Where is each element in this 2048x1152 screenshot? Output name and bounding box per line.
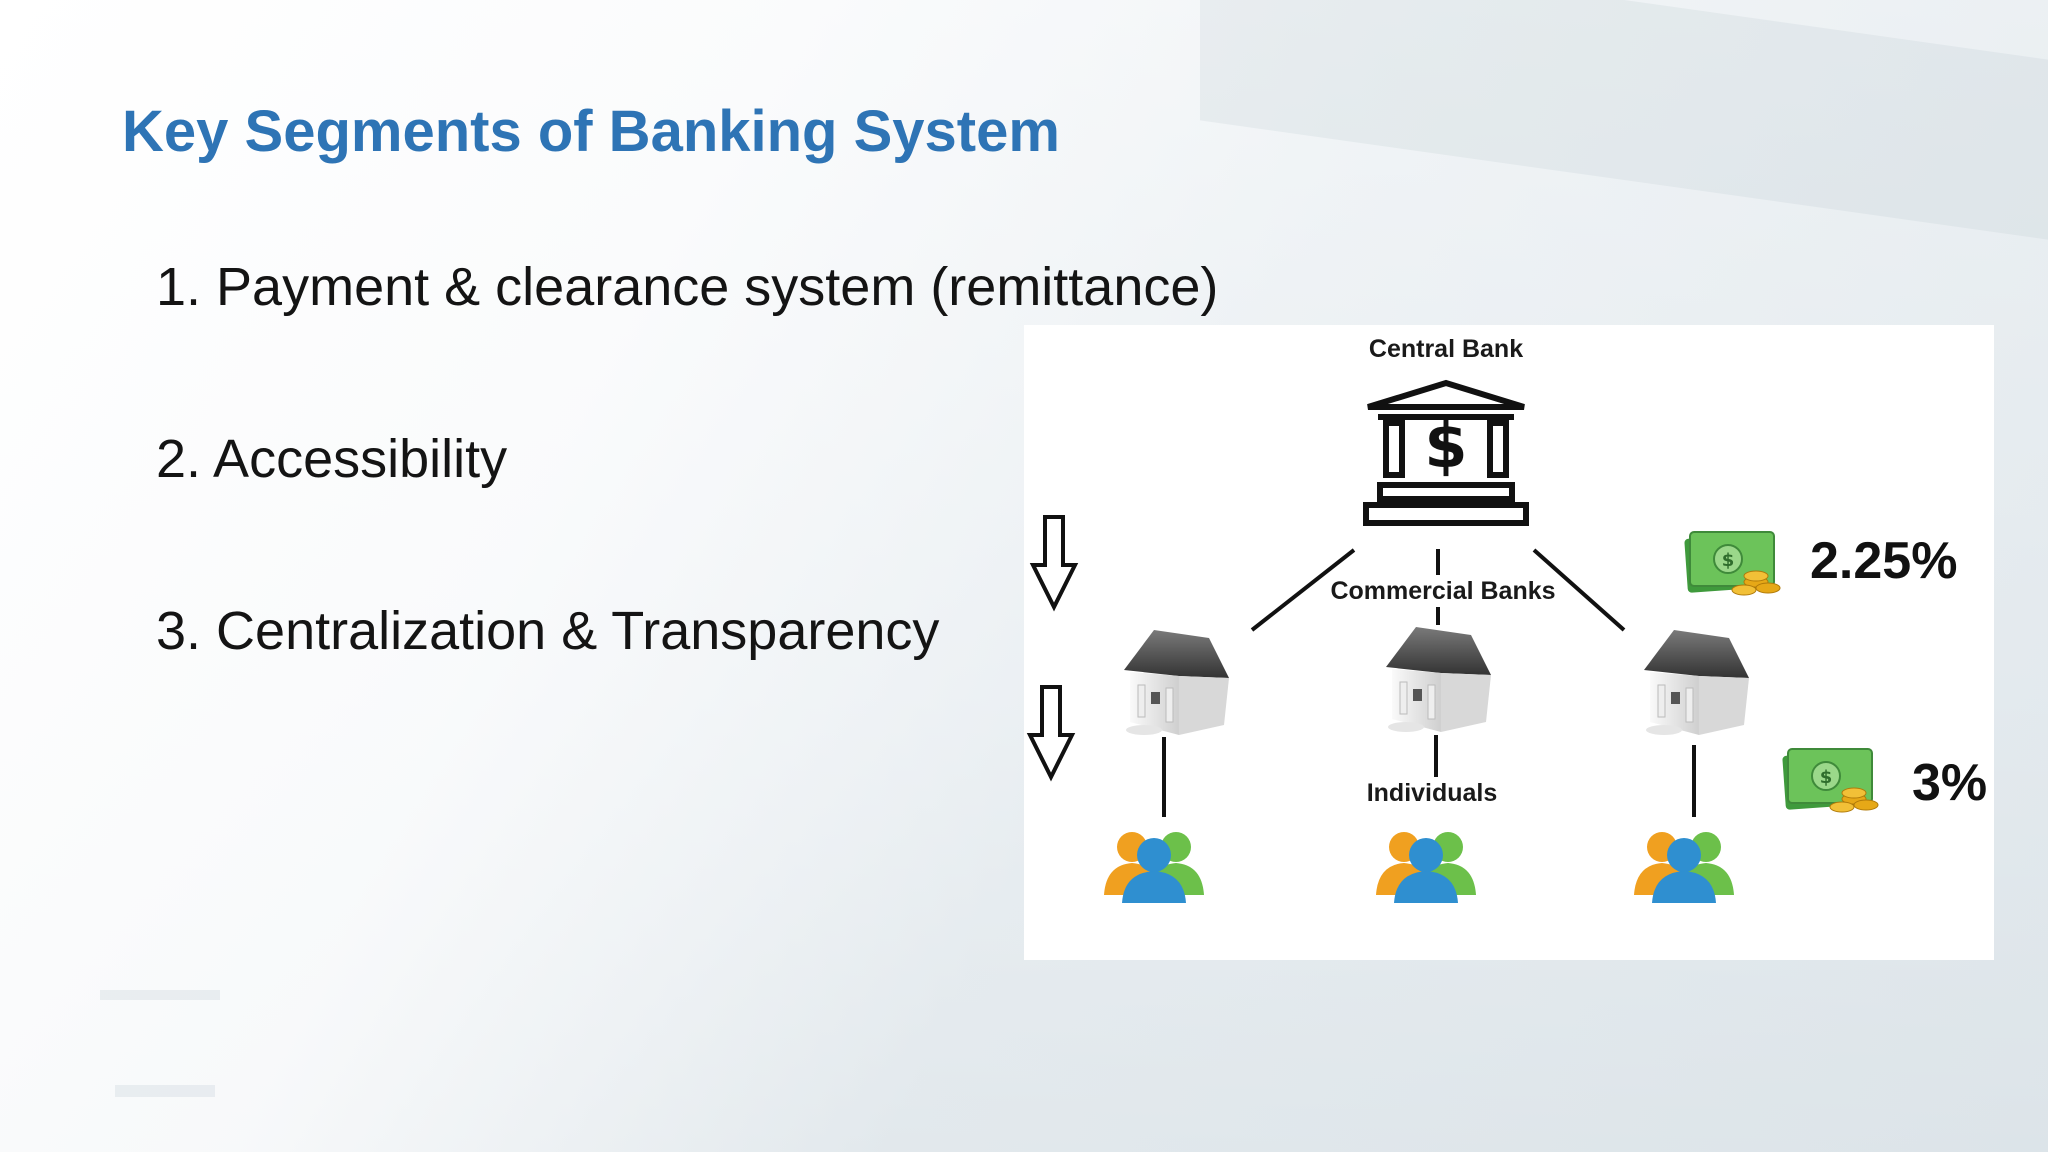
diagram-graphics: $ $ <box>1028 379 1879 903</box>
svg-text:$: $ <box>1424 409 1467 482</box>
central-bank-icon: $ <box>1363 379 1529 526</box>
money-icon <box>1683 531 1781 596</box>
people-group-icon <box>1634 832 1734 903</box>
individuals-label: Individuals <box>1366 779 1498 807</box>
people-group-icon <box>1104 832 1204 903</box>
bank-building-icon <box>1643 629 1750 736</box>
connector-lines <box>1162 548 1696 817</box>
bank-building-icon <box>1385 626 1492 733</box>
background-decoration <box>100 990 220 1000</box>
bullet-item: 3. Centralization & Transparency <box>156 601 940 661</box>
money-icon <box>1781 748 1879 813</box>
people-group-icon <box>1376 832 1476 903</box>
background-decoration <box>115 1085 215 1097</box>
bullet-item: 1. Payment & clearance system (remittanc… <box>156 257 1219 317</box>
slide-title: Key Segments of Banking System <box>122 99 1060 164</box>
bank-building-icon <box>1123 629 1230 736</box>
central-bank-label: Central Bank <box>1368 335 1524 363</box>
banking-diagram: $ $ <box>1024 325 1994 960</box>
down-arrow-icon <box>1031 515 1077 609</box>
down-arrow-icon <box>1028 685 1074 779</box>
commercial-bank-rate: 3% <box>1912 754 1988 812</box>
commercial-banks-label: Commercial Banks <box>1330 577 1556 605</box>
bullet-item: 2. Accessibility <box>156 429 508 489</box>
central-bank-rate: 2.25% <box>1810 532 1958 590</box>
